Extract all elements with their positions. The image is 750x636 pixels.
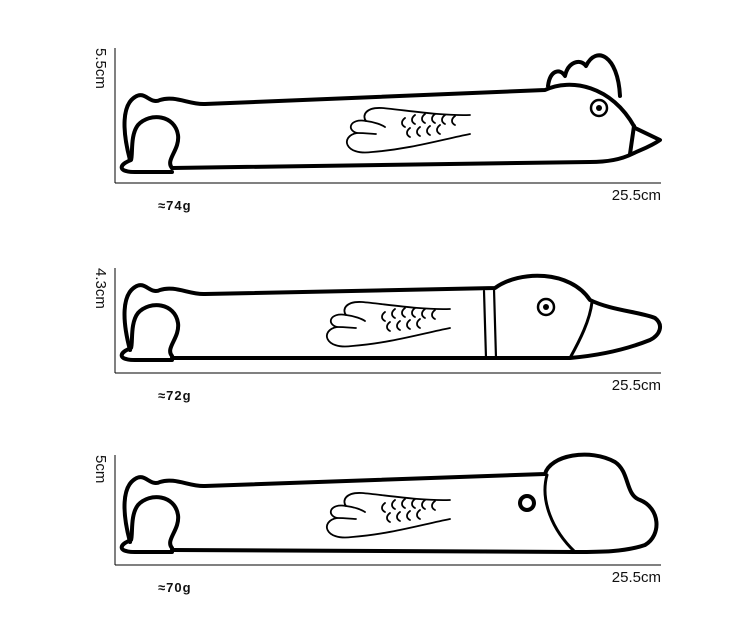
duck-drawing <box>119 273 662 362</box>
eye-icon <box>536 297 556 317</box>
dog-drawing <box>119 452 659 554</box>
weight-label: ≈72g <box>158 388 192 403</box>
duck-panel: 4.3cm 25.5cm ≈72g <box>92 268 662 403</box>
height-label: 5.5cm <box>92 48 109 89</box>
weight-label: ≈70g <box>158 580 192 595</box>
collar <box>482 287 498 360</box>
ear-line <box>543 473 577 554</box>
height-label: 4.3cm <box>92 268 109 309</box>
eye-icon <box>518 494 536 512</box>
eye-icon <box>589 98 609 118</box>
chicken-panel: 5.5cm 25.5cm ≈74g <box>92 48 662 213</box>
height-label: 5cm <box>92 455 109 483</box>
dog-panel: 5cm 25.5cm ≈70g <box>92 452 661 595</box>
comb <box>546 53 622 98</box>
weight-label: ≈74g <box>158 198 192 213</box>
chicken-drawing <box>119 53 662 174</box>
length-label: 25.5cm <box>612 187 661 204</box>
length-label: 25.5cm <box>612 569 661 586</box>
length-label: 25.5cm <box>612 377 661 394</box>
beak-line <box>568 300 594 360</box>
beak-line <box>628 124 636 156</box>
